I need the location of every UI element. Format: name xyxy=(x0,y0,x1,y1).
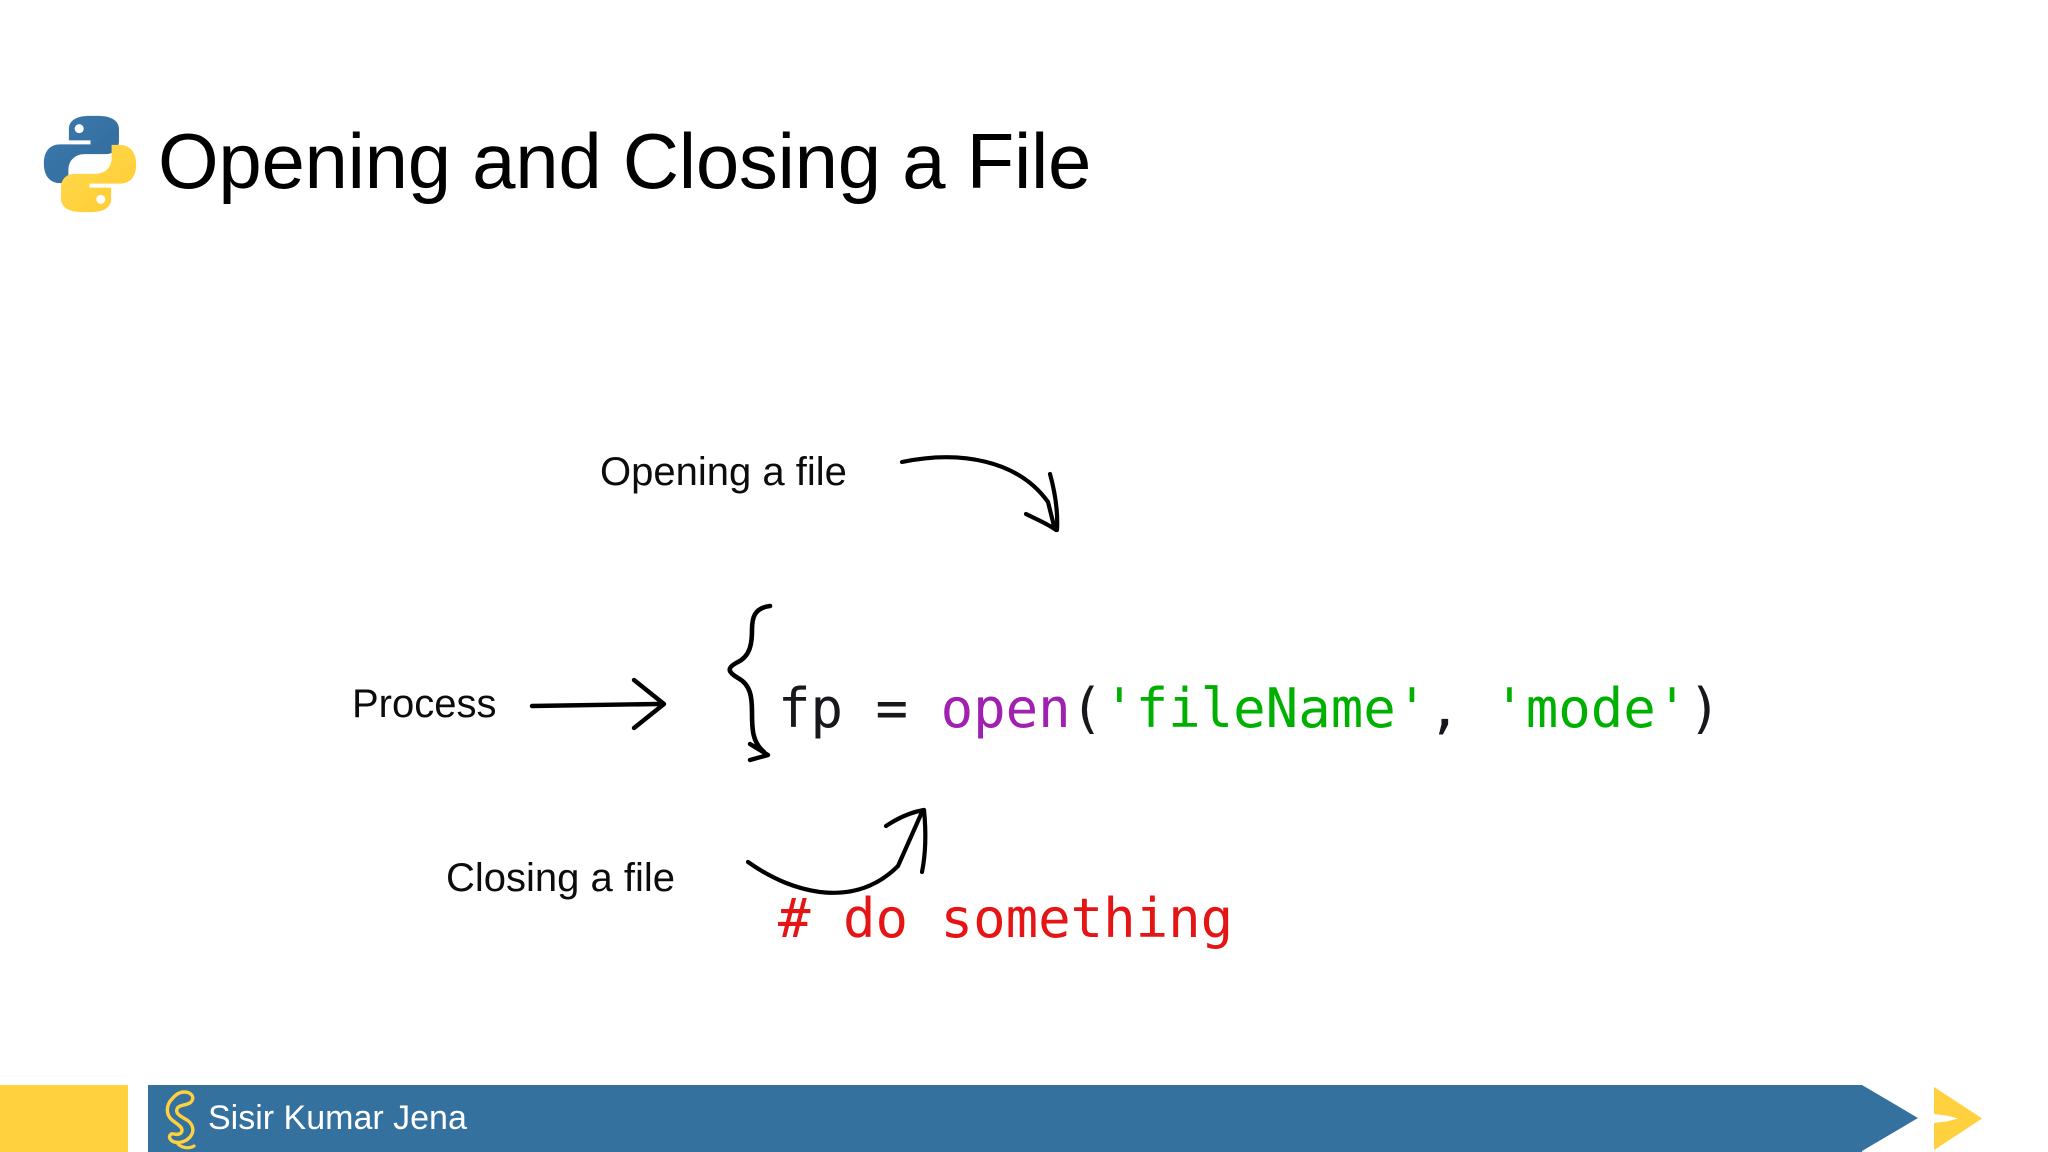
footer-bar xyxy=(148,1085,1862,1152)
annotation-label-closing: Closing a file xyxy=(446,856,676,900)
straight-arrow-right-icon xyxy=(529,677,667,731)
snake-icon xyxy=(165,1090,196,1150)
code-token-plain: ) xyxy=(1688,677,1721,740)
slide-body: Opening a file Process Closing a file fp… xyxy=(352,450,1721,1152)
footer-author-name: Sisir Kumar Jena xyxy=(208,1099,467,1137)
slide-footer: Sisir Kumar Jena xyxy=(0,1085,2048,1152)
code-comment-1: # do something xyxy=(778,884,1721,954)
annotation-label-opening: Opening a file xyxy=(600,450,847,494)
code-token-plain: ( xyxy=(1070,677,1104,740)
page-title: Opening and Closing a File xyxy=(158,117,1092,205)
code-token-string: 'mode' xyxy=(1493,677,1689,740)
footer-accent-block xyxy=(0,1085,128,1152)
python-logo-icon xyxy=(43,115,137,213)
code-token-string: 'fileName' xyxy=(1103,677,1429,740)
code-token-plain: fp = xyxy=(778,677,941,740)
code-line-open: fp = open('fileName', 'mode') xyxy=(778,674,1721,744)
code-token-plain: , xyxy=(1428,677,1494,740)
chevron-right-icon xyxy=(1934,1087,1982,1150)
code-token-func: open xyxy=(940,677,1071,740)
annotation-label-process: Process xyxy=(352,682,497,726)
code-token-comment: # do something xyxy=(778,887,1234,950)
slide-header: Opening and Closing a File xyxy=(36,104,1091,224)
code-block: fp = open('fileName', 'mode') # do somet… xyxy=(778,534,1721,1152)
footer-bar-point xyxy=(1862,1085,1918,1151)
